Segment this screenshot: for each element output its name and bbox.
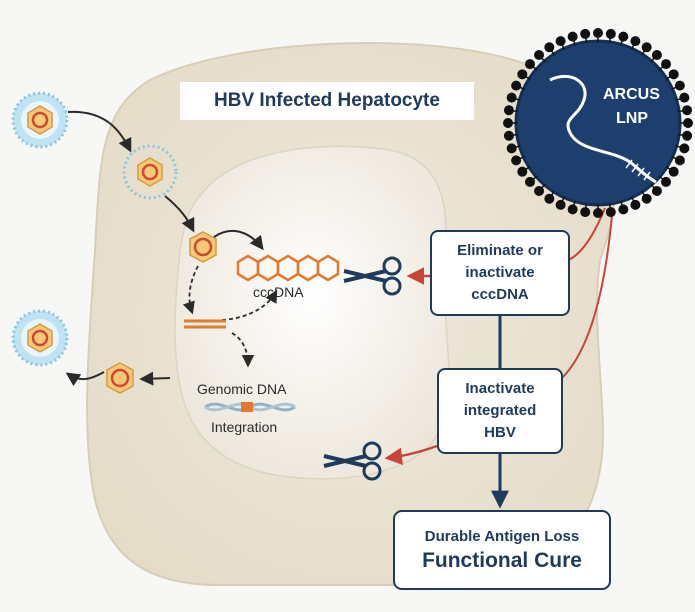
- arrow-to-cccdna: [213, 229, 264, 251]
- genomic-dna-label: Genomic DNA: [197, 381, 287, 397]
- lipid-head: [618, 31, 629, 42]
- lipid-head: [593, 28, 603, 38]
- lipid-head: [503, 130, 514, 141]
- red-arrow-to-scissors-bottom: [384, 444, 438, 466]
- lipid-head: [567, 204, 578, 215]
- virus-particle-icon: [11, 91, 69, 149]
- lipid-head: [651, 49, 662, 60]
- arrow-release: [65, 371, 105, 387]
- page-title: HBV Infected Hepatocyte: [180, 82, 474, 120]
- arrow-rna-to-cccdna: [221, 289, 278, 321]
- lipid-head: [593, 208, 603, 218]
- lipid-head: [661, 59, 672, 70]
- lipid-head: [534, 49, 545, 60]
- lipid-head: [511, 80, 522, 91]
- lipid-head: [503, 118, 513, 128]
- cccdna-ring-icon: [236, 254, 340, 282]
- step-eliminate-cccdna: Eliminate or inactivate cccDNA: [430, 230, 570, 316]
- cccdna-label: cccDNA: [253, 284, 304, 300]
- integration-label: Integration: [211, 419, 278, 435]
- rcdna-icon: [184, 319, 226, 329]
- arrow-to-rna: [182, 265, 199, 315]
- scissors-icon: [343, 256, 402, 296]
- lipid-head: [641, 193, 652, 204]
- lipid-head: [534, 186, 545, 197]
- lipid-head: [555, 36, 566, 47]
- lipid-head: [679, 143, 690, 154]
- lipid-head: [567, 31, 578, 42]
- capsid-icon: [189, 231, 217, 263]
- lipid-head: [544, 193, 555, 204]
- lipid-head: [506, 143, 517, 154]
- arrow-exit-capsid: [139, 371, 171, 386]
- lipid-head: [630, 36, 641, 47]
- lipid-head: [618, 204, 629, 215]
- lipid-head: [580, 207, 591, 218]
- lipid-head: [517, 166, 528, 177]
- outcome-subtitle: Durable Antigen Loss: [424, 527, 580, 545]
- step-eliminate-line2: inactivate: [465, 264, 535, 281]
- lipid-head: [605, 207, 616, 218]
- lnp-delivery-line-2: [561, 214, 613, 379]
- step-inactivate-line3: HBV: [484, 424, 516, 441]
- lipid-head: [524, 176, 535, 187]
- lipid-head: [651, 186, 662, 197]
- virus-entering-icon: [122, 144, 178, 200]
- lipid-head: [555, 199, 566, 210]
- arrow-to-nucleus: [164, 195, 195, 233]
- arrow-to-integration: [231, 332, 255, 368]
- step-eliminate-line1: Eliminate or: [457, 242, 543, 259]
- lipid-head: [544, 42, 555, 53]
- lipid-head: [674, 155, 685, 166]
- step-eliminate-line3: cccDNA: [471, 286, 529, 303]
- step-inactivate-line1: Inactivate: [465, 380, 535, 397]
- lipid-head: [511, 155, 522, 166]
- outcome-title: Functional Cure: [422, 548, 582, 572]
- lipid-head: [605, 28, 616, 39]
- lnp-label-line2: LNP: [616, 110, 648, 127]
- lipid-head: [674, 80, 685, 91]
- lipid-head: [668, 166, 679, 177]
- lipid-head: [641, 42, 652, 53]
- outcome-box: Durable Antigen Loss Functional Cure: [393, 510, 611, 590]
- lipid-head: [668, 69, 679, 80]
- lipid-head: [679, 92, 690, 103]
- lipid-head: [682, 130, 693, 141]
- step-inactivate-line2: integrated: [463, 402, 537, 419]
- lipid-head: [630, 199, 641, 210]
- lipid-head: [517, 69, 528, 80]
- virus-released-icon: [11, 309, 69, 367]
- step-inactivate-hbv: Inactivate integrated HBV: [437, 368, 563, 454]
- lipid-head: [661, 176, 672, 187]
- virus-exiting-icon: [106, 362, 134, 394]
- nucleus: [174, 145, 450, 480]
- arrow-entry: [67, 110, 132, 153]
- lipid-head: [683, 118, 693, 128]
- lipid-head: [506, 92, 517, 103]
- lipid-head: [503, 105, 514, 116]
- genomic-dna-helix-icon: [204, 402, 296, 412]
- lipid-head: [682, 105, 693, 116]
- lipid-head: [524, 59, 535, 70]
- scissors-icon: [323, 441, 382, 481]
- lipid-head: [580, 28, 591, 39]
- lnp-label-line1: ARCUS: [603, 86, 660, 103]
